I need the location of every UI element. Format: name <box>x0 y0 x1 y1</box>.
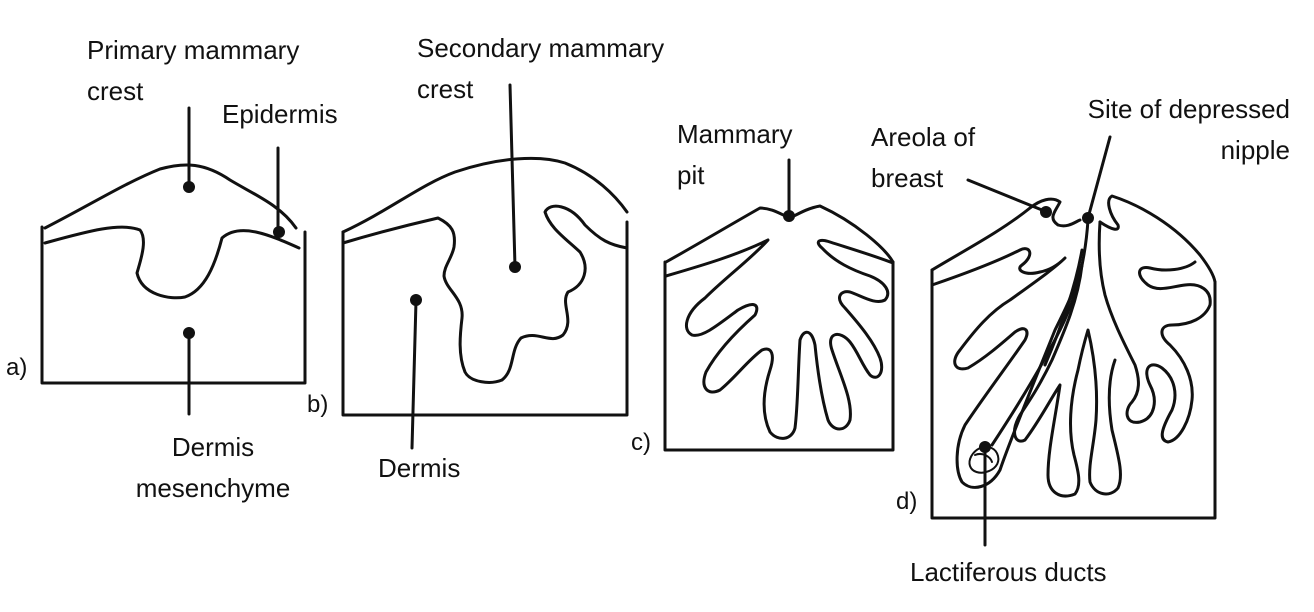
panel-d-ducts-center <box>1013 263 1122 498</box>
panel-d-lactiferous-duct-line <box>990 218 1090 447</box>
panel-a-letter: a) <box>6 354 28 381</box>
panel-d-lactiferous-duct-line-2 <box>1043 248 1084 367</box>
panel-d-areola-line1: Areola of <box>871 122 976 152</box>
panel-c-drawing <box>663 158 895 452</box>
panel-a-primary-crest-line1: Primary mammary <box>87 35 300 65</box>
panel-b-drawing <box>341 83 629 450</box>
panel-d-nipple-line2: nipple <box>1220 135 1290 165</box>
panel-d-nipple-dot <box>1082 212 1094 224</box>
panel-a-dermis-box <box>40 225 307 385</box>
panel-d-skin-surface <box>930 197 1082 272</box>
panel-b-dermis-box <box>341 220 629 417</box>
panel-b-letter: b) <box>307 391 329 418</box>
panel-a-primary-crest <box>43 225 301 300</box>
panel-d-ducts-right <box>1097 220 1212 444</box>
panel-d-areola-dot <box>1040 206 1052 218</box>
panel-d-areola-line2: breast <box>871 163 944 193</box>
panel-d-ducts-left <box>930 247 1084 489</box>
panel-a-epidermis-label: Epidermis <box>222 99 338 129</box>
panel-d-drawing <box>930 135 1217 547</box>
panel-c-pit-line2: pit <box>677 160 705 190</box>
panel-d-nipple-leader <box>1086 135 1112 220</box>
panel-b-secondary-crest <box>341 204 629 384</box>
panel-a-primary-crest-line2: crest <box>87 76 144 106</box>
panel-c-pit-dot <box>783 210 795 222</box>
panel-a-dermis-line1: Dermis <box>171 432 255 462</box>
panel-a-crest-dot <box>183 181 195 193</box>
panel-a-skin-surface <box>43 163 298 230</box>
panel-c-pit-label: Mammary pit <box>677 114 793 196</box>
panel-c-dermis-box <box>663 260 895 452</box>
panel-b-crest-dot <box>509 261 521 273</box>
panel-d-ducts-dot <box>979 441 991 453</box>
panel-b-secondary-crest-label: Secondary mammary crest <box>417 28 664 110</box>
panel-b-dermis-label: Dermis <box>378 453 461 483</box>
panel-d-dermis-box <box>930 268 1217 520</box>
panel-a-dermis-dot <box>183 327 195 339</box>
panel-a-epidermis-dot <box>273 226 285 238</box>
panel-c-mammary-pit-buds <box>664 238 895 440</box>
panel-b-secondary-crest-line1: Secondary mammary <box>417 33 665 63</box>
panel-d-ducts-label: Lactiferous ducts <box>910 557 1107 587</box>
panel-d-areola-leader <box>966 178 1044 212</box>
panel-b-dermis-leader <box>410 299 418 450</box>
panel-d-letter: d) <box>896 488 918 515</box>
panel-d-areola-label: Areola of breast <box>871 117 975 199</box>
panel-c-letter: c) <box>631 429 651 456</box>
panel-a-primary-crest-label: Primary mammary crest <box>87 30 299 112</box>
panel-b-secondary-crest-line2: crest <box>417 74 474 104</box>
panel-a-drawing <box>40 106 307 416</box>
panel-b-crest-leader <box>508 83 517 269</box>
panel-c-skin-surface <box>664 204 895 264</box>
panel-d-nipple-line1: Site of depressed <box>1087 94 1290 124</box>
panel-d-nipple-label: Site of depressed nipple <box>1040 89 1290 171</box>
panel-c-pit-line1: Mammary <box>677 119 793 149</box>
panel-a-dermis-line2: mesenchyme <box>135 473 291 503</box>
panel-a-dermis-label: Dermis mesenchyme <box>123 427 303 509</box>
panel-b-dermis-dot <box>410 294 422 306</box>
panel-d-skin-surface-right <box>1098 194 1217 284</box>
panel-b-skin-surface <box>341 156 629 234</box>
